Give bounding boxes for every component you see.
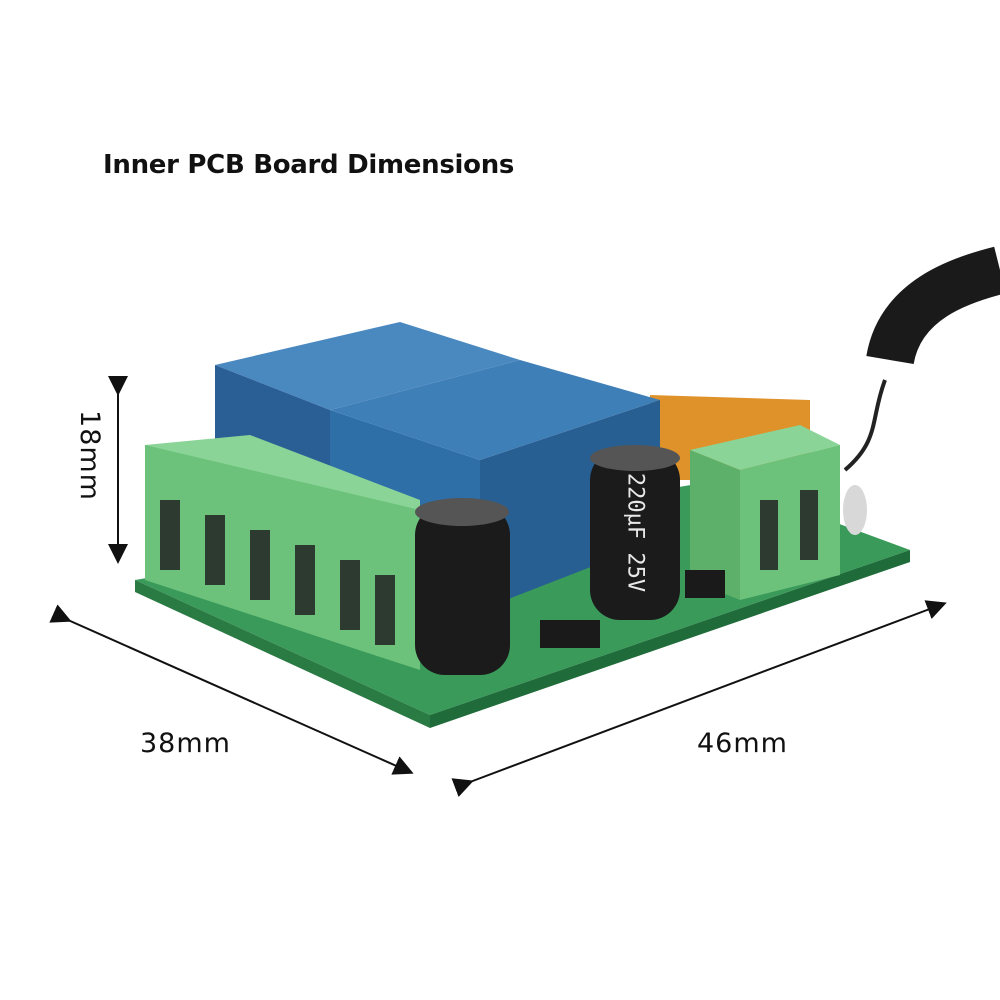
width-label: 38mm [140,728,231,759]
antenna-coil [843,246,1000,472]
led [843,485,867,535]
capacitor-left [415,498,510,675]
length-arrow [451,600,947,797]
image-title: Inner PCB Board Dimensions [103,150,515,180]
capacitor-right [590,445,680,620]
terminal-block-2way [690,425,840,600]
height-label: 18mm [73,410,105,501]
width-arrow [49,604,414,775]
capacitor-marking: 220µF 25V [622,472,648,593]
length-label: 46mm [697,728,788,759]
relay-1 [215,322,520,480]
transistor [685,570,725,598]
transistor [540,620,600,648]
